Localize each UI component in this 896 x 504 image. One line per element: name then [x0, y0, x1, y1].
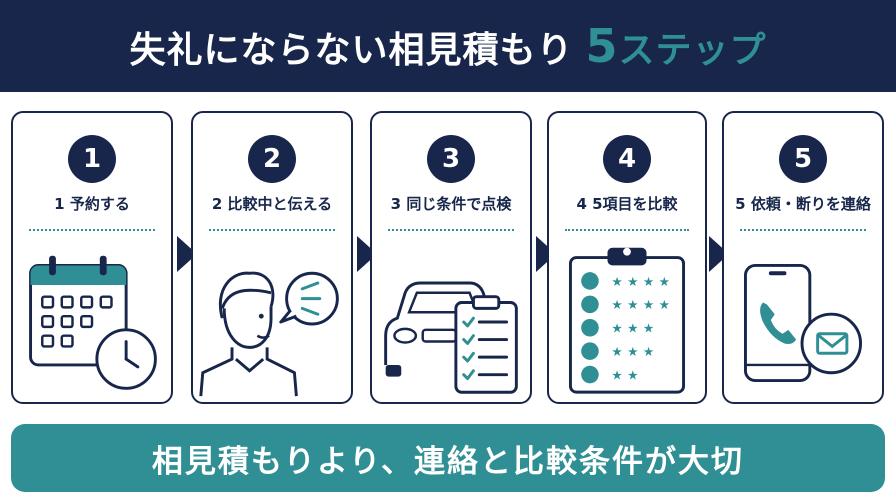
step-card-5: 5 5 依頼・断りを連絡 — [722, 111, 884, 404]
dotted-divider — [29, 229, 155, 231]
step-label: 2 比較中と伝える — [211, 195, 333, 213]
person-speech-icon — [199, 271, 339, 397]
svg-text:★ ★ ★: ★ ★ ★ — [611, 344, 654, 359]
page-title: 失礼にならない相見積もり 5ステップ — [129, 19, 766, 73]
title-accent-text: ステップ — [618, 30, 767, 71]
title-banner: 失礼にならない相見積もり 5ステップ — [0, 0, 896, 92]
svg-text:★ ★: ★ ★ — [611, 367, 638, 382]
dotted-divider — [388, 229, 514, 231]
step-label: 4 5項目を比較 — [576, 195, 678, 213]
step-card-2: 2 2 比較中と伝える — [191, 111, 353, 404]
dotted-divider — [209, 229, 335, 231]
dotted-divider — [740, 229, 866, 231]
step-card-1: 1 1 予約する — [11, 111, 173, 404]
car-checklist-icon — [384, 281, 518, 394]
step-label: 5 依頼・断りを連絡 — [735, 195, 871, 213]
step-number-badge: 4 — [603, 135, 651, 183]
step-number-badge: 2 — [248, 135, 296, 183]
title-accent: 5ステップ — [585, 19, 766, 73]
footer-message: 相見積もりより、連絡と比較条件が大切 — [151, 443, 745, 480]
step-number-badge: 3 — [427, 135, 475, 183]
step-label: 1 予約する — [54, 195, 130, 213]
svg-text:★ ★ ★: ★ ★ ★ — [611, 321, 654, 336]
step-card-4: 4 4 5項目を比較 ★ ★ ★ ★ ★ ★ ★ ★ ★ ★ ★ ★ ★ ★ ★… — [547, 111, 707, 404]
step-number-badge: 5 — [779, 135, 827, 183]
dotted-divider — [565, 229, 689, 231]
svg-text:★ ★ ★ ★: ★ ★ ★ ★ — [611, 297, 670, 312]
title-text: 失礼にならない相見積もり — [129, 30, 574, 71]
calendar-clock-icon — [29, 255, 157, 390]
svg-text:★ ★ ★ ★: ★ ★ ★ ★ — [611, 274, 670, 289]
step-card-3: 3 3 同じ条件で点検 — [370, 111, 532, 404]
step-label: 3 同じ条件で点検 — [390, 195, 512, 213]
footer-banner: 相見積もりより、連絡と比較条件が大切 — [11, 424, 885, 492]
clipboard-rating-icon: ★ ★ ★ ★ ★ ★ ★ ★ ★ ★ ★ ★ ★ ★ ★ ★ — [568, 247, 686, 394]
title-accent-number: 5 — [585, 19, 619, 73]
phone-mail-icon — [743, 263, 863, 383]
step-number-badge: 1 — [68, 135, 116, 183]
